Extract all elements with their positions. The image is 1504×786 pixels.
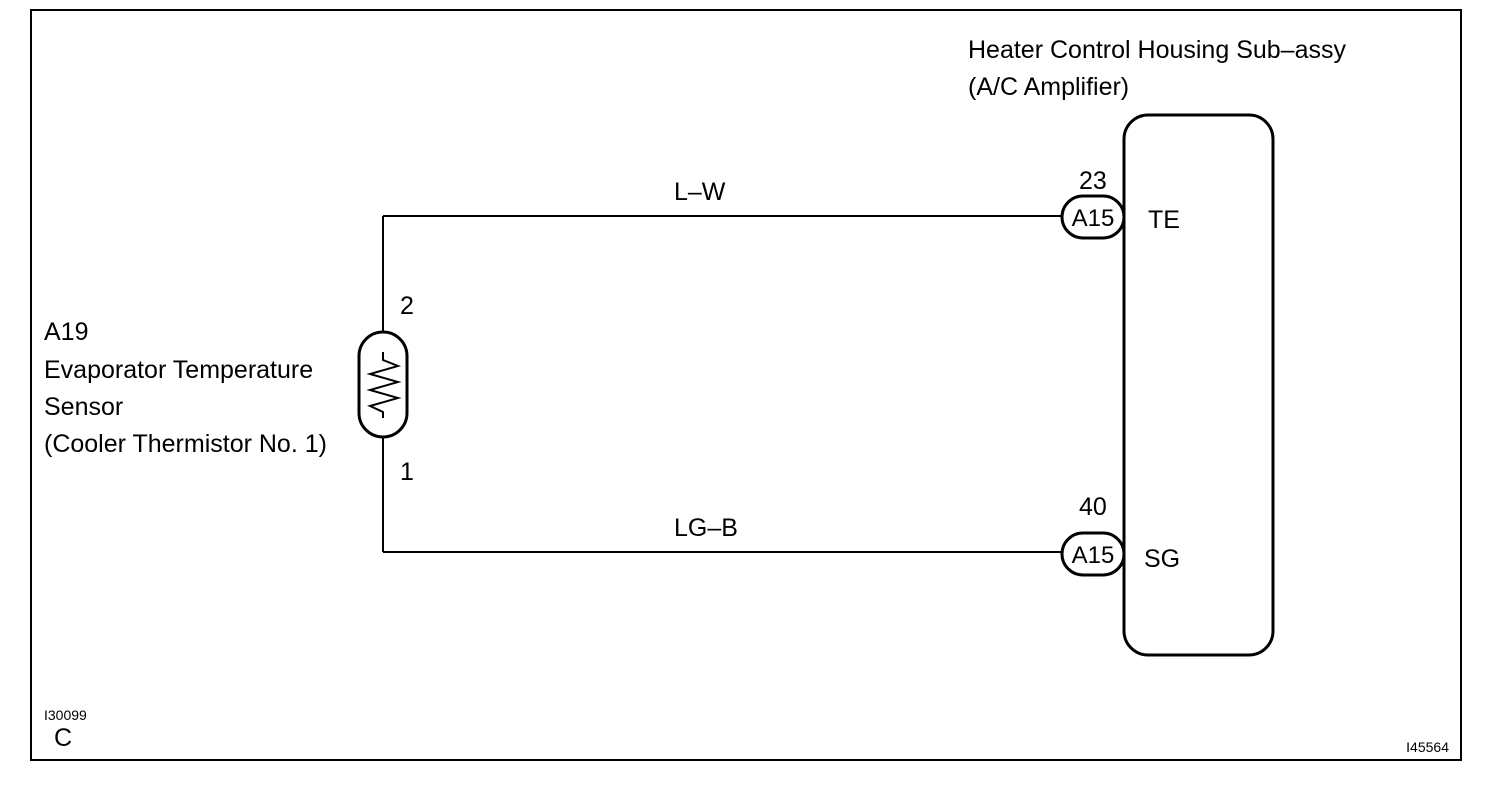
connector-bottom-label: A15 bbox=[1072, 542, 1115, 569]
wire-top-color-label: L–W bbox=[674, 178, 726, 206]
figure-ref-right: I45564 bbox=[1406, 739, 1449, 755]
connector-top-pin: 23 bbox=[1079, 167, 1107, 195]
sensor-pin-top: 2 bbox=[400, 292, 414, 320]
connector-bottom-pin: 40 bbox=[1079, 493, 1107, 521]
thermistor-resistor-icon bbox=[366, 352, 402, 418]
sensor-pin-bottom: 1 bbox=[400, 458, 414, 486]
amplifier-title-line2: (A/C Amplifier) bbox=[968, 73, 1129, 101]
amplifier-box bbox=[1122, 113, 1275, 657]
connector-bottom-oval bbox=[1060, 531, 1126, 577]
terminal-sg-label: SG bbox=[1144, 545, 1180, 573]
sensor-name-line2: Sensor bbox=[44, 393, 123, 421]
figure-ref-left: I30099 bbox=[44, 707, 87, 723]
figure-ref-left-sub: C bbox=[54, 724, 72, 752]
sensor-body bbox=[357, 330, 409, 439]
sensor-name-line3: (Cooler Thermistor No. 1) bbox=[44, 430, 327, 458]
connector-top-label: A15 bbox=[1072, 205, 1115, 232]
diagram-frame bbox=[30, 9, 1462, 761]
sensor-name-line1: Evaporator Temperature bbox=[44, 356, 313, 384]
connector-top-oval bbox=[1060, 194, 1126, 240]
sensor-code: A19 bbox=[44, 318, 88, 346]
wire-bottom-color-label: LG–B bbox=[674, 514, 738, 542]
amplifier-title-line1: Heater Control Housing Sub–assy bbox=[968, 36, 1346, 64]
terminal-te-label: TE bbox=[1148, 206, 1180, 234]
